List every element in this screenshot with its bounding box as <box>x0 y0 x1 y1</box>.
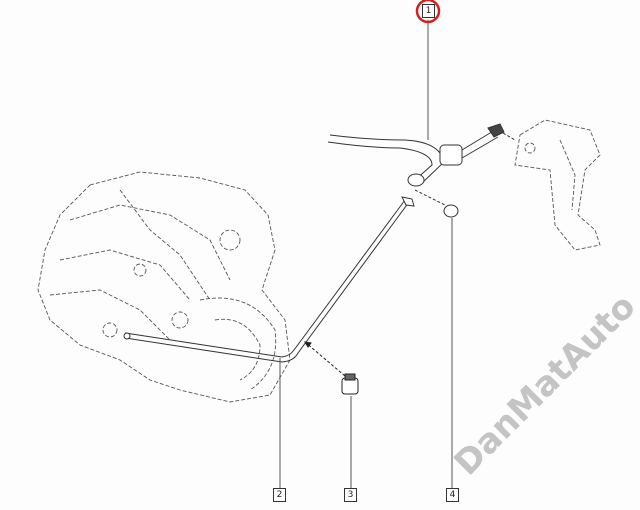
leader-lines <box>279 20 453 488</box>
callout-1[interactable]: 1 <box>422 4 435 18</box>
hydraulic-pipe <box>123 196 415 363</box>
cap-part <box>414 189 459 218</box>
callout-2[interactable]: 2 <box>273 488 286 502</box>
callout-3[interactable]: 3 <box>344 488 357 502</box>
pedal-assembly <box>514 119 601 251</box>
gearbox-outline <box>37 171 291 403</box>
master-cylinder <box>327 123 516 187</box>
highlight-circle <box>415 0 441 24</box>
clip-part <box>304 341 359 395</box>
callout-4[interactable]: 4 <box>446 488 459 502</box>
